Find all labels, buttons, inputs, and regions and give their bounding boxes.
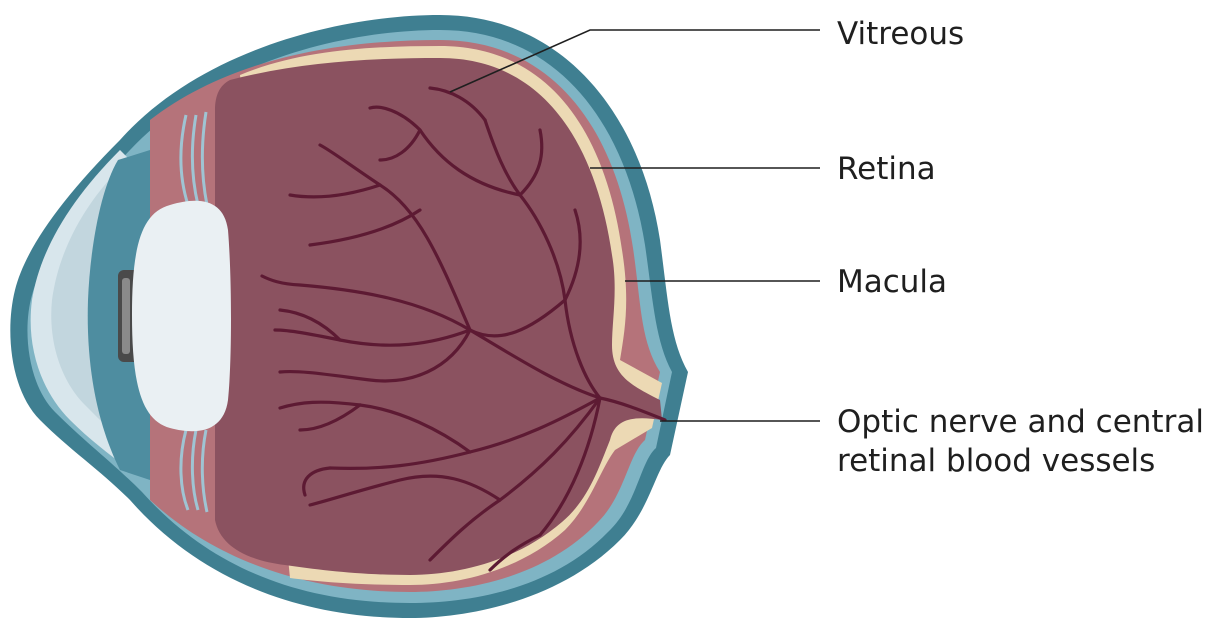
label-vitreous: Vitreous	[837, 15, 964, 53]
label-optic-nerve: Optic nerve and central retinal blood ve…	[837, 403, 1204, 481]
label-retina: Retina	[837, 150, 936, 188]
lens	[132, 201, 231, 431]
label-optic-line1: Optic nerve and central	[837, 403, 1204, 442]
iris-highlight	[122, 278, 130, 354]
label-macula: Macula	[837, 263, 947, 301]
label-optic-line2: retinal blood vessels	[837, 442, 1204, 481]
